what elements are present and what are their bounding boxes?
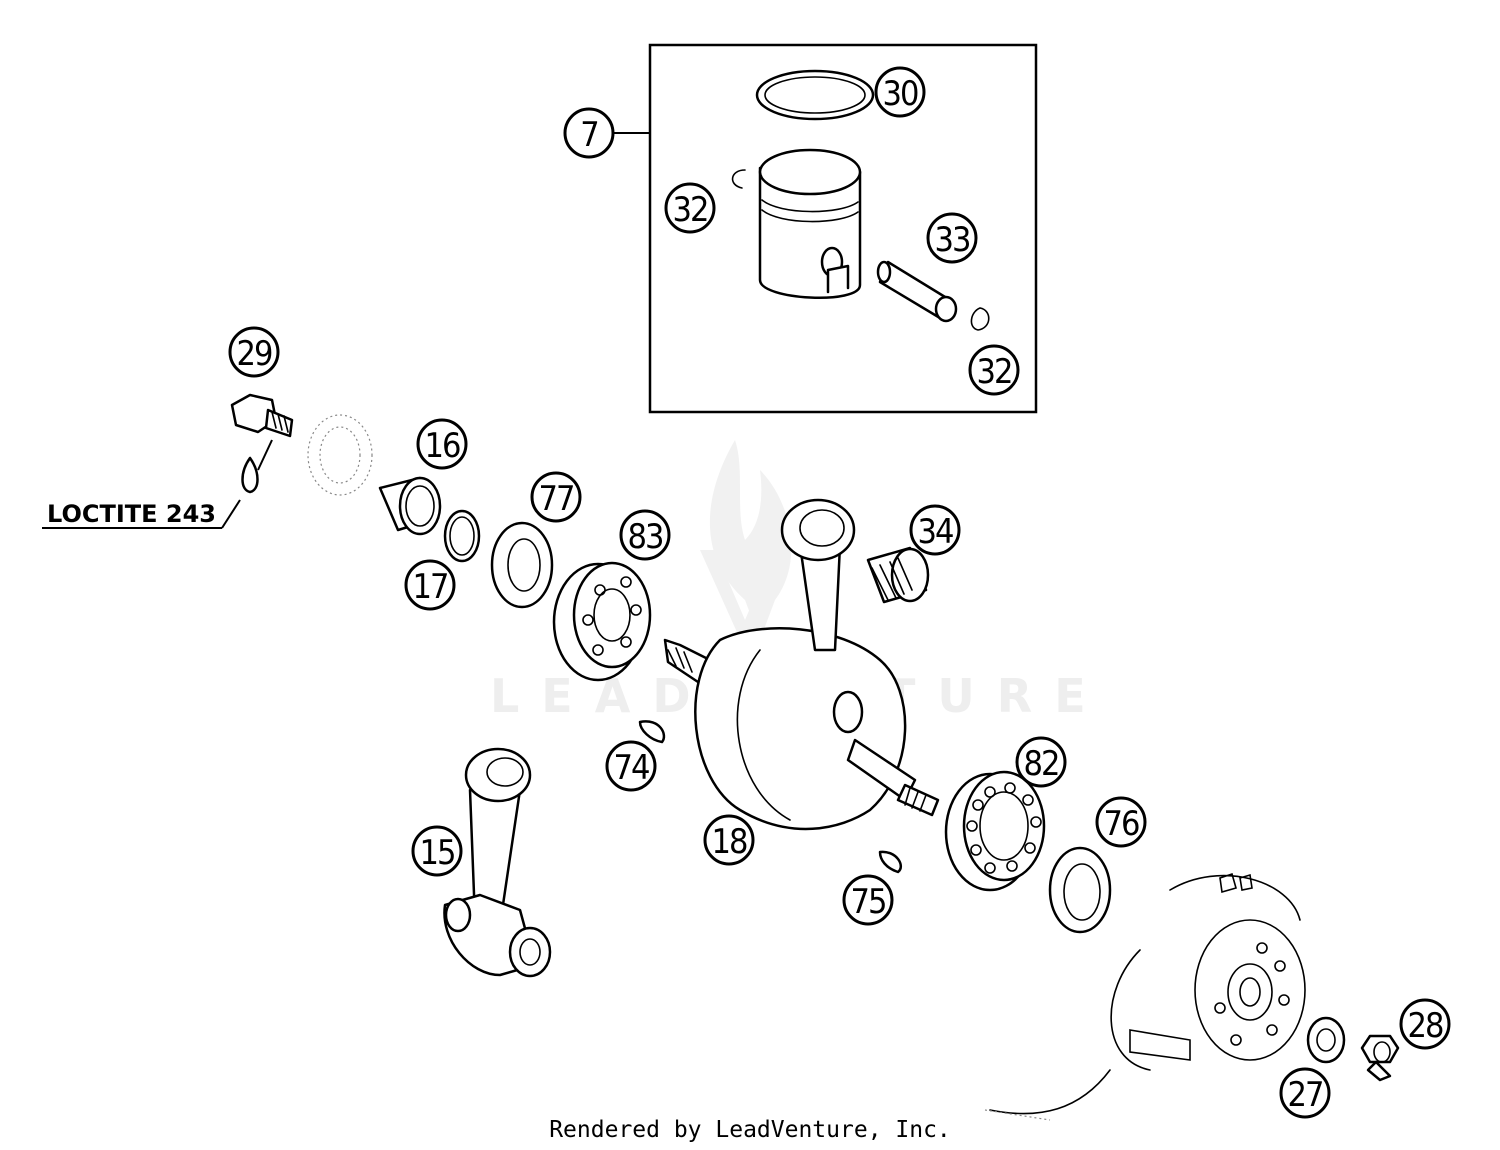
watermark-v-logo	[700, 550, 790, 650]
main-bearing-left	[552, 561, 652, 682]
oil-seal-right	[1048, 846, 1112, 934]
callout-16-label: 16	[425, 426, 460, 466]
callout-18: 18	[703, 814, 755, 866]
loctite-label: LOCTITE 243	[47, 500, 216, 528]
connecting-rod	[443, 747, 552, 978]
callout-17-label: 17	[413, 567, 448, 607]
callout-7: 7	[563, 107, 615, 159]
woodruff-key-75	[878, 850, 903, 874]
ignition-rotor	[984, 872, 1306, 1121]
woodruff-key-74	[638, 720, 666, 744]
callout-28: 28	[1399, 998, 1451, 1050]
piston-kit-box	[648, 43, 1038, 414]
circlip-left	[731, 169, 746, 189]
main-bearing-right	[944, 770, 1046, 892]
callout-74-label: 74	[614, 748, 649, 788]
callout-34: 34	[909, 504, 961, 556]
callout-32-lower-label: 32	[977, 352, 1012, 392]
loctite-drop-leader	[257, 439, 273, 471]
callout-77: 77	[530, 471, 582, 523]
callout-32-upper: 32	[664, 182, 716, 234]
callout-27-label: 27	[1288, 1075, 1323, 1115]
ghost-washer	[307, 414, 373, 496]
washer	[1306, 1016, 1346, 1064]
callout-29: 29	[228, 326, 280, 378]
needle-bearing	[866, 546, 930, 604]
callout-30: 30	[874, 66, 926, 118]
callout-33: 33	[926, 212, 978, 264]
callout-15: 15	[411, 825, 463, 877]
callout-18-label: 18	[712, 822, 747, 862]
oil-seal	[490, 521, 554, 609]
footer-credit: Rendered by LeadVenture, Inc.	[549, 1117, 951, 1143]
callout-34-label: 34	[918, 512, 953, 552]
piston-ring	[755, 69, 875, 121]
callout-76: 76	[1095, 796, 1147, 848]
loctite-leader	[221, 499, 241, 529]
callout-29-label: 29	[237, 334, 272, 374]
callout-76-label: 76	[1104, 804, 1139, 844]
callout-30-label: 30	[883, 74, 918, 114]
shim	[443, 509, 481, 563]
callout-16: 16	[416, 418, 468, 470]
callout-15-label: 15	[420, 833, 455, 873]
callout-28-label: 28	[1408, 1006, 1443, 1046]
callout-82: 82	[1015, 736, 1067, 788]
callout-82-label: 82	[1024, 744, 1059, 784]
callout-75: 75	[842, 874, 894, 926]
crankshaft	[663, 498, 940, 831]
callout-74: 74	[605, 740, 657, 792]
piston-pin	[876, 260, 958, 323]
callout-83-label: 83	[628, 517, 663, 557]
callout-75-label: 75	[851, 882, 886, 922]
callout-27: 27	[1279, 1067, 1331, 1119]
callout-77-label: 77	[539, 479, 574, 519]
loctite-drop-icon	[241, 456, 259, 494]
callout-32-lower: 32	[968, 344, 1020, 396]
crank-bolt	[230, 393, 294, 438]
callout-83: 83	[619, 509, 671, 561]
callout-17: 17	[404, 559, 456, 611]
bushing	[378, 476, 442, 536]
nut	[1360, 1034, 1400, 1082]
callout-7-label: 7	[580, 115, 597, 155]
callout-32-upper-label: 32	[673, 190, 708, 230]
callout-33-label: 33	[935, 220, 970, 260]
circlip-right	[970, 307, 990, 331]
piston	[758, 148, 862, 299]
